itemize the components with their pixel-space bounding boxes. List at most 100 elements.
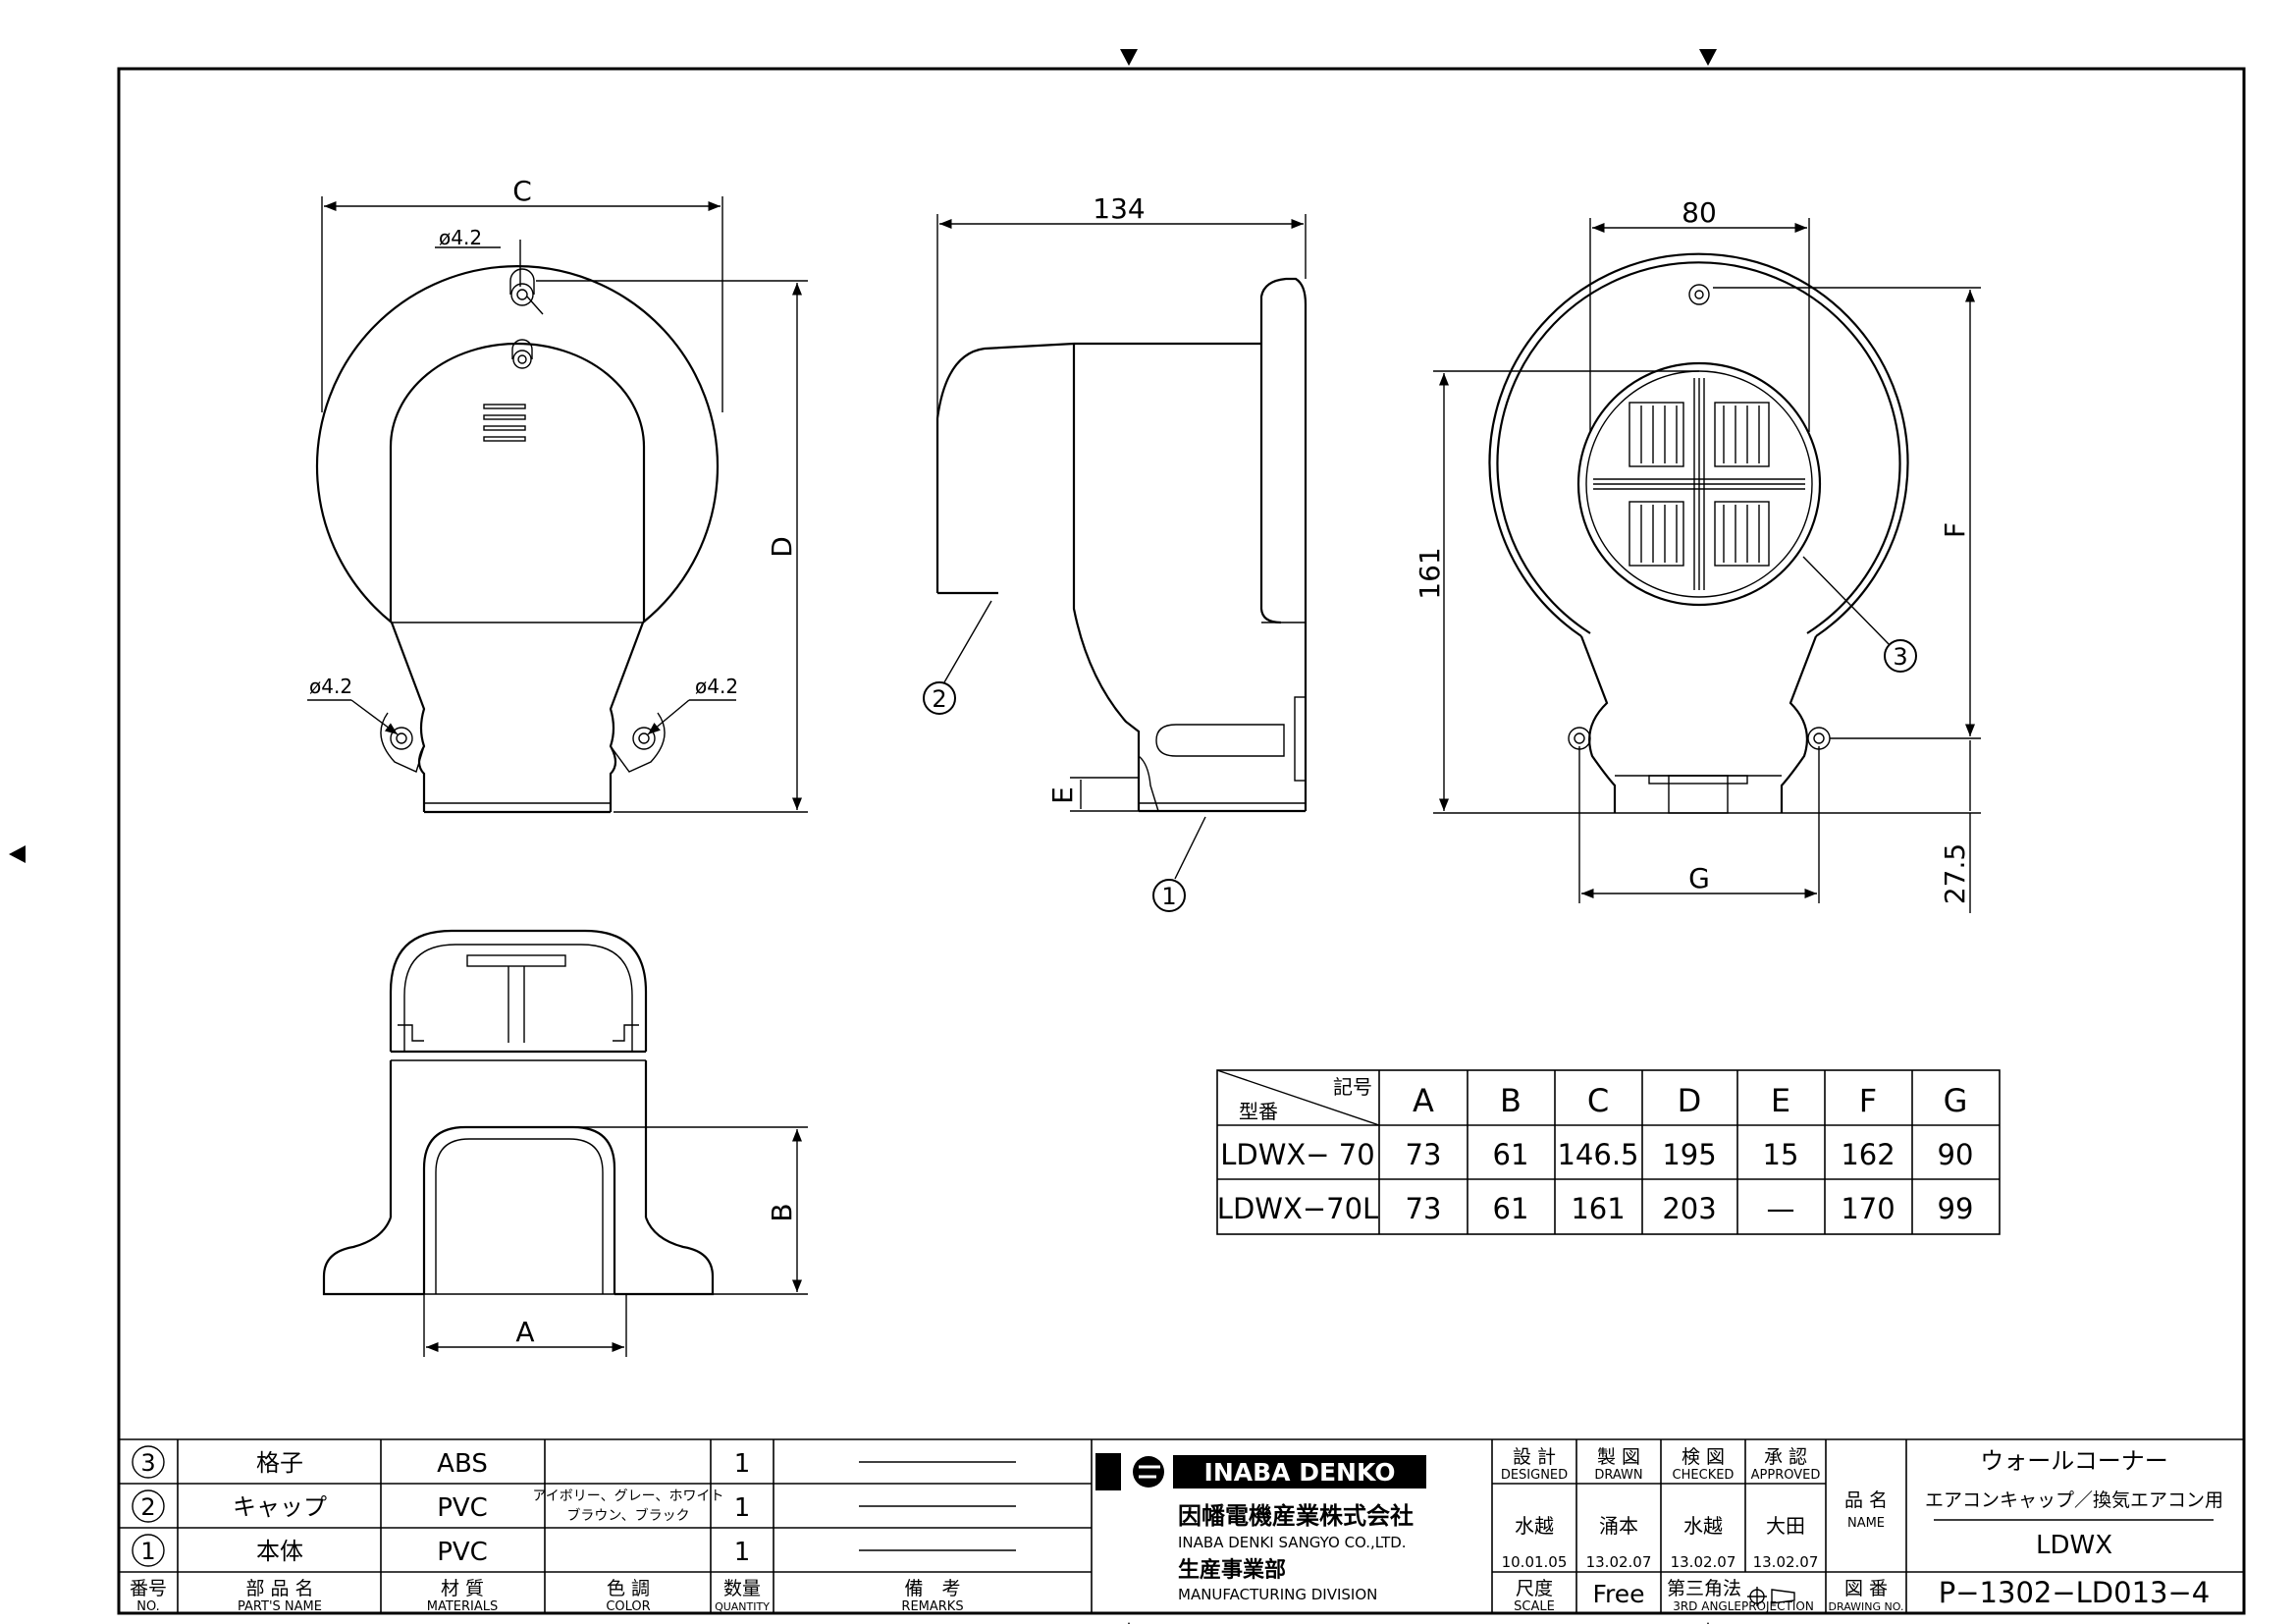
approved-date: 13.02.07	[1753, 1553, 1819, 1571]
callout-2-label: 2	[932, 685, 946, 713]
drawn-jp: 製 図	[1597, 1446, 1640, 1468]
checked-en: CHECKED	[1673, 1468, 1735, 1483]
table-col-c: C	[1587, 1082, 1609, 1119]
scale-en: SCALE	[1514, 1599, 1555, 1614]
designed-jp: 設 計	[1513, 1446, 1556, 1468]
hole-left-label: ø4.2	[309, 675, 352, 698]
scale-jp: 尺度	[1516, 1578, 1553, 1599]
front-view	[307, 196, 808, 814]
table-row1-d: 195	[1662, 1138, 1716, 1171]
approved-by: 大田	[1766, 1514, 1805, 1538]
designed-en: DESIGNED	[1501, 1468, 1568, 1483]
part1-material: PVC	[437, 1538, 488, 1567]
table-col-b: B	[1500, 1082, 1522, 1119]
table-row1-f: 162	[1841, 1138, 1895, 1171]
hdr-qty-jp: 数量	[723, 1578, 761, 1599]
dim-c-label: C	[512, 175, 532, 207]
center-mark-top-right	[1699, 49, 1717, 66]
hole-top-label: ø4.2	[439, 226, 482, 249]
part2-qty: 1	[734, 1493, 751, 1523]
table-row1-e: 15	[1763, 1138, 1799, 1171]
callout-3	[1884, 639, 1917, 673]
hdr-color-jp: 色 調	[607, 1578, 650, 1599]
table-col-e: E	[1771, 1082, 1790, 1119]
part3-name: 格子	[256, 1449, 303, 1477]
dim-134-label: 134	[1093, 192, 1145, 225]
table-row2-e: —	[1767, 1192, 1795, 1225]
hdr-remarks-jp: 備 考	[904, 1578, 960, 1599]
dim-a-label: A	[515, 1316, 534, 1348]
drawing-no-jp: 図 番	[1844, 1578, 1888, 1599]
name-en: NAME	[1847, 1516, 1885, 1531]
part2-no: 2	[140, 1493, 155, 1521]
drawing-frame	[117, 67, 2246, 1615]
table-row2-d: 203	[1662, 1192, 1716, 1225]
bottom-view	[322, 929, 808, 1357]
table-row1-b: 61	[1493, 1138, 1529, 1171]
part1-no: 1	[140, 1538, 155, 1565]
dim-275-label: 27.5	[1939, 843, 1971, 904]
product-code: LDWX	[2036, 1531, 2112, 1560]
table-row2-a: 73	[1406, 1192, 1442, 1225]
part1-name: 本体	[256, 1538, 303, 1565]
dim-80-label: 80	[1682, 196, 1717, 229]
checked-by: 水越	[1683, 1514, 1723, 1538]
table-corner-top: 記号	[1333, 1075, 1372, 1099]
hdr-no-en: NO.	[136, 1599, 160, 1614]
approved-en: APPROVED	[1751, 1468, 1821, 1483]
designed-by: 水越	[1515, 1514, 1554, 1538]
table-col-d: D	[1678, 1082, 1702, 1119]
table-row1-c: 146.5	[1557, 1138, 1638, 1171]
side-view	[935, 214, 1308, 880]
drawn-en: DRAWN	[1594, 1468, 1642, 1483]
table-row2-g: 99	[1938, 1192, 1974, 1225]
center-mark-left	[9, 845, 26, 863]
hdr-name-jp: 部 品 名	[245, 1578, 313, 1599]
company-en: INABA DENKI SANGYO CO.,LTD.	[1178, 1534, 1407, 1551]
dim-161-label: 161	[1414, 547, 1446, 599]
designed-date: 10.01.05	[1502, 1553, 1568, 1571]
drawing-no-en: DRAWING NO.	[1829, 1600, 1904, 1613]
part3-no: 3	[140, 1449, 155, 1477]
callout-1-label: 1	[1161, 883, 1176, 910]
product-subtitle: エアコンキャップ／換気エアコン用	[1925, 1489, 2223, 1511]
hdr-material-jp: 材 質	[441, 1578, 484, 1599]
name-jp: 品 名	[1844, 1489, 1888, 1511]
rear-view	[1433, 218, 1981, 913]
color-line2: ブラウン、ブラック	[566, 1507, 689, 1524]
dim-f-label: F	[1939, 522, 1971, 538]
parts-list	[119, 1438, 2244, 1613]
company-banner: INABA DENKO	[1204, 1458, 1396, 1487]
callout-3-label: 3	[1893, 643, 1907, 671]
drawn-by: 涌本	[1599, 1514, 1638, 1538]
table-row1-a: 73	[1406, 1138, 1442, 1171]
division-en: MANUFACTURING DIVISION	[1178, 1586, 1377, 1603]
part1-qty: 1	[734, 1538, 751, 1567]
checked-jp: 検 図	[1682, 1446, 1725, 1468]
table-row2-model: LDWX−70L	[1217, 1192, 1378, 1225]
callout-2	[923, 681, 956, 715]
division-jp: 生産事業部	[1178, 1557, 1286, 1583]
hdr-qty-en: QUANTITY	[715, 1600, 770, 1613]
table-col-g: G	[1944, 1082, 1968, 1119]
dim-b-label: B	[766, 1203, 798, 1221]
table-col-a: A	[1413, 1082, 1434, 1119]
dim-g-label: G	[1688, 862, 1710, 894]
table-col-f: F	[1859, 1082, 1877, 1119]
table-row1-model: LDWX− 70	[1220, 1138, 1374, 1171]
table-row2-c: 161	[1571, 1192, 1625, 1225]
table-row1-g: 90	[1938, 1138, 1974, 1171]
hdr-remarks-en: REMARKS	[901, 1599, 963, 1614]
hdr-material-en: MATERIALS	[427, 1599, 499, 1614]
drawing-no: P−1302−LD013−4	[1939, 1576, 2210, 1609]
part3-material: ABS	[437, 1449, 488, 1479]
part2-material: PVC	[437, 1493, 488, 1523]
title-block	[1095, 1439, 2244, 1613]
part2-name: キャップ	[233, 1493, 327, 1521]
hdr-no-jp: 番号	[130, 1578, 167, 1599]
table-corner-bottom: 型番	[1239, 1100, 1278, 1123]
dim-d-label: D	[766, 536, 798, 558]
part3-qty: 1	[734, 1449, 751, 1479]
drawn-date: 13.02.07	[1586, 1553, 1652, 1571]
